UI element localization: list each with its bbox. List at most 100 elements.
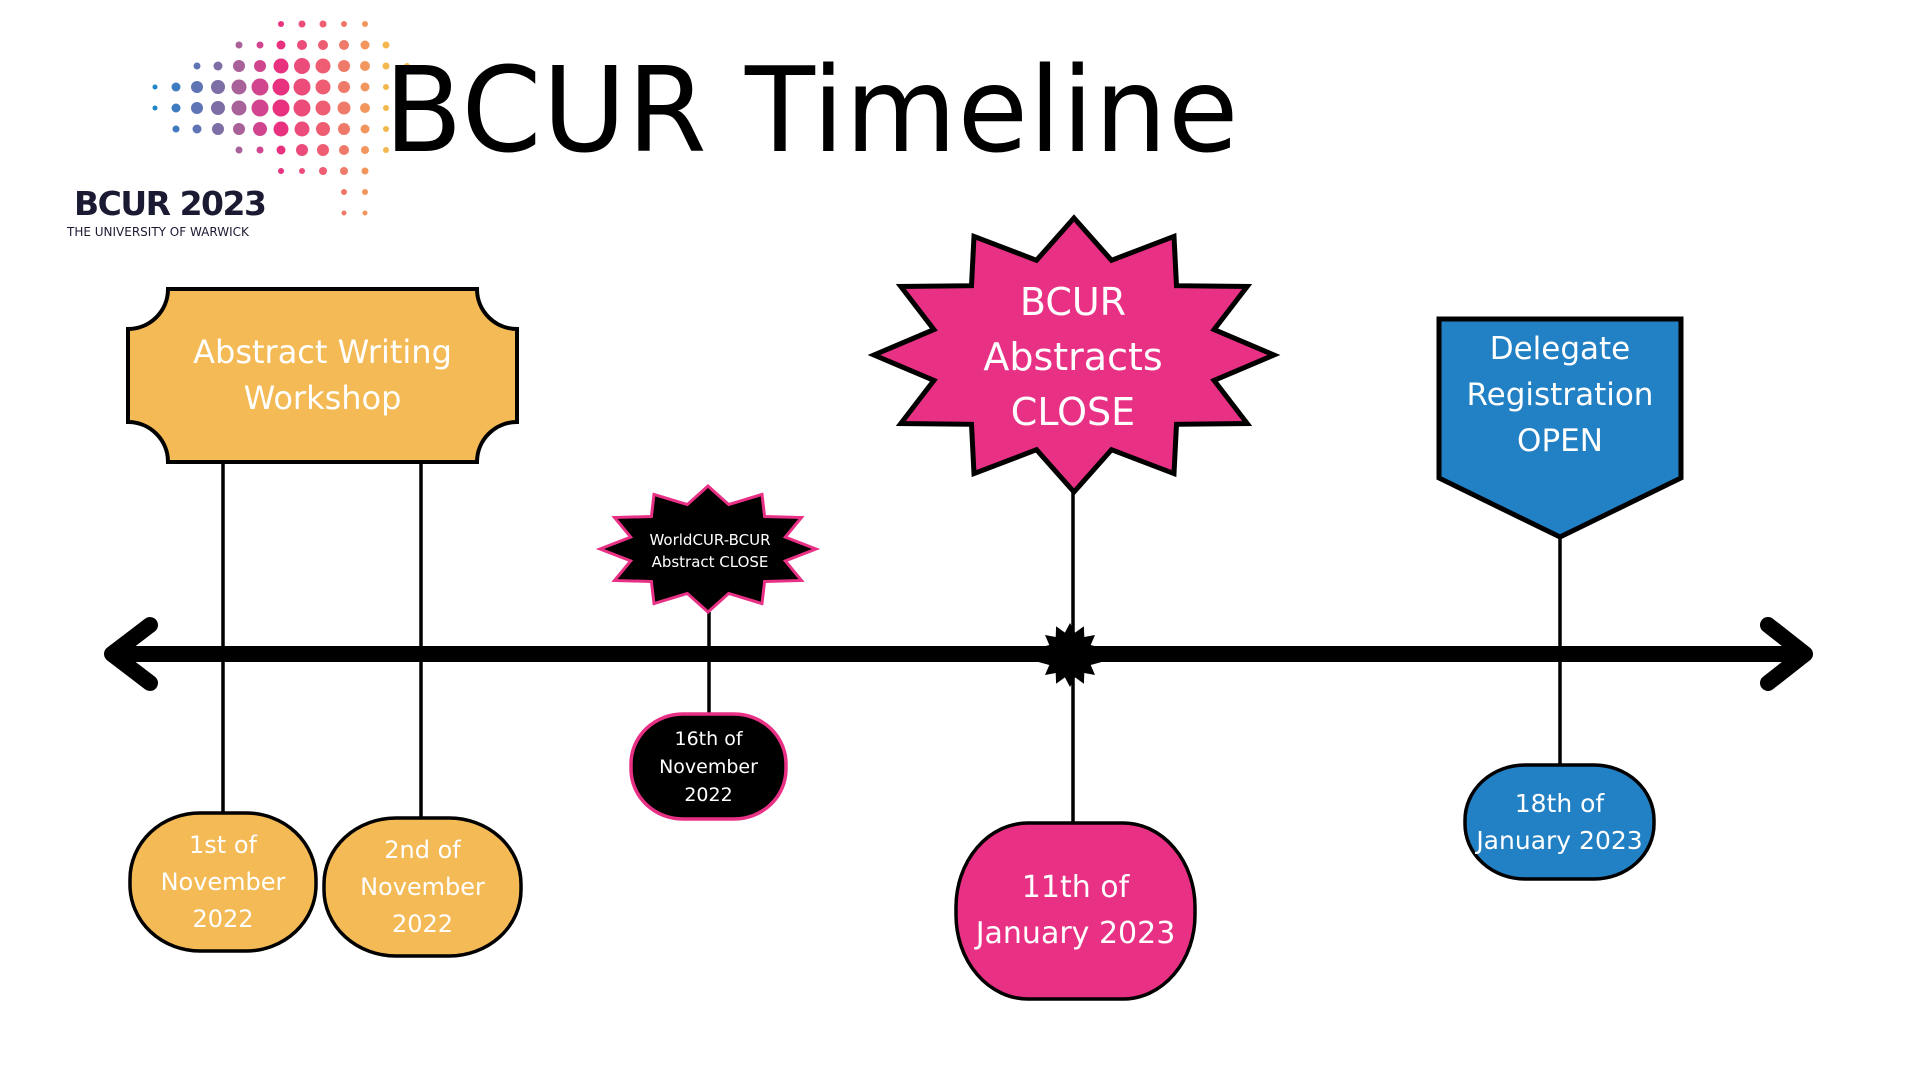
logo-dot xyxy=(253,122,267,136)
logo-dot xyxy=(172,125,180,133)
logo-dot xyxy=(316,122,330,136)
logo-dot xyxy=(338,60,350,72)
logo-subtitle: THE UNIVERSITY OF WARWICK xyxy=(67,225,249,239)
date-oval-jan-11 xyxy=(954,821,1197,1001)
logo-dot xyxy=(318,40,328,50)
logo-dot xyxy=(235,41,243,49)
logo-dot xyxy=(294,121,310,137)
logo-dot xyxy=(362,21,368,27)
logo-dot xyxy=(254,60,266,72)
logo-dot xyxy=(256,146,264,154)
logo-dot xyxy=(360,124,370,134)
logo-dot xyxy=(231,79,247,95)
logo-dot xyxy=(339,145,349,155)
logo-dot xyxy=(171,82,181,92)
logo-dot xyxy=(213,61,223,71)
logo-dot xyxy=(251,78,269,96)
worldcur-starburst-shape xyxy=(595,483,821,615)
logo-dot xyxy=(341,210,347,216)
event-label-bcur-abstracts: BCUR Abstracts CLOSE xyxy=(983,279,1163,434)
logo-dot xyxy=(339,40,349,50)
logo-dot xyxy=(404,63,410,69)
logo-dot xyxy=(278,168,284,174)
logo-dot xyxy=(296,144,308,156)
logo-dot xyxy=(383,126,389,132)
logo-dot xyxy=(341,189,347,195)
logo-dot xyxy=(338,81,350,93)
date-oval-nov-1 xyxy=(128,811,318,953)
logo-dot xyxy=(294,58,310,74)
logo-dot xyxy=(231,100,247,116)
logo-dot xyxy=(171,103,181,113)
dot-gradient-logo-icon xyxy=(152,20,410,216)
logo-dot xyxy=(235,146,243,154)
logo-dot xyxy=(315,79,331,95)
logo-dot xyxy=(360,61,370,71)
logo-dot xyxy=(319,167,327,175)
logo-dot xyxy=(251,99,269,117)
logo-dot xyxy=(212,123,224,135)
logo-dot xyxy=(361,146,369,154)
logo-dot xyxy=(297,40,307,50)
date-label-nov-1: 1st of November 2022 xyxy=(160,830,286,933)
timeline-axis xyxy=(104,617,1813,691)
logo-dot xyxy=(152,105,158,111)
logo-dot xyxy=(233,123,245,135)
logo-dot xyxy=(276,145,286,155)
bcur-abstracts-starburst-shape xyxy=(867,214,1281,496)
logo-dot xyxy=(362,189,368,195)
date-label-nov-16: 16th of November 2022 xyxy=(659,727,758,806)
arrow-right-icon xyxy=(1760,617,1813,691)
logo-dot xyxy=(272,78,290,96)
logo-dot xyxy=(191,81,203,93)
date-oval-jan-18 xyxy=(1463,763,1656,881)
logo-dot xyxy=(293,99,311,117)
logo-dot xyxy=(362,210,368,216)
starburst-marker-icon xyxy=(1038,623,1102,687)
event-label-workshop: Abstract Writing Workshop xyxy=(193,333,452,417)
logo-dot xyxy=(315,58,331,74)
logo-dot xyxy=(383,147,389,153)
logo-dot xyxy=(278,21,284,27)
logo-dot xyxy=(382,41,390,49)
logo-dot xyxy=(360,82,370,92)
logo-dot xyxy=(319,20,327,28)
logo-dot xyxy=(276,40,286,50)
logo-dot xyxy=(340,167,348,175)
logo-dot xyxy=(211,80,225,94)
event-label-worldcur: WorldCUR-BCUR Abstract CLOSE xyxy=(649,531,771,571)
logo-dot xyxy=(315,100,331,116)
logo-dot xyxy=(152,84,158,90)
logo-dot xyxy=(361,167,369,175)
page-title: BCUR Timeline xyxy=(384,41,1240,179)
logo-dot xyxy=(383,105,389,111)
logo-name: BCUR 2023 xyxy=(74,184,267,223)
logo-dot xyxy=(298,20,306,28)
connectors xyxy=(221,463,1562,823)
logo-dot xyxy=(360,103,370,113)
logo-dot xyxy=(317,144,329,156)
logo-dot xyxy=(293,78,311,96)
logo-dot xyxy=(273,58,289,74)
logo-dot xyxy=(273,121,289,137)
delegate-registration-shape xyxy=(1436,316,1684,540)
logo-dot xyxy=(272,99,290,117)
logo-dot xyxy=(338,123,350,135)
logo-dot xyxy=(341,21,347,27)
event-label-delegate: Delegate Registration OPEN xyxy=(1466,331,1654,459)
logo-dot xyxy=(383,84,389,90)
date-oval-nov-2 xyxy=(322,816,523,958)
logo-dot xyxy=(256,41,264,49)
logo-dot xyxy=(211,101,225,115)
date-label-jan-11: 11th of January 2023 xyxy=(975,870,1176,951)
logo-dot xyxy=(299,168,305,174)
date-label-nov-2: 2nd of November 2022 xyxy=(360,835,485,938)
logo-dot xyxy=(233,60,245,72)
logo-dot xyxy=(192,124,202,134)
arrow-left-icon xyxy=(104,617,158,691)
logo-dot xyxy=(193,62,201,70)
logo-dot xyxy=(337,101,351,115)
date-oval-nov-16 xyxy=(629,712,788,821)
workshop-shape xyxy=(126,287,519,464)
